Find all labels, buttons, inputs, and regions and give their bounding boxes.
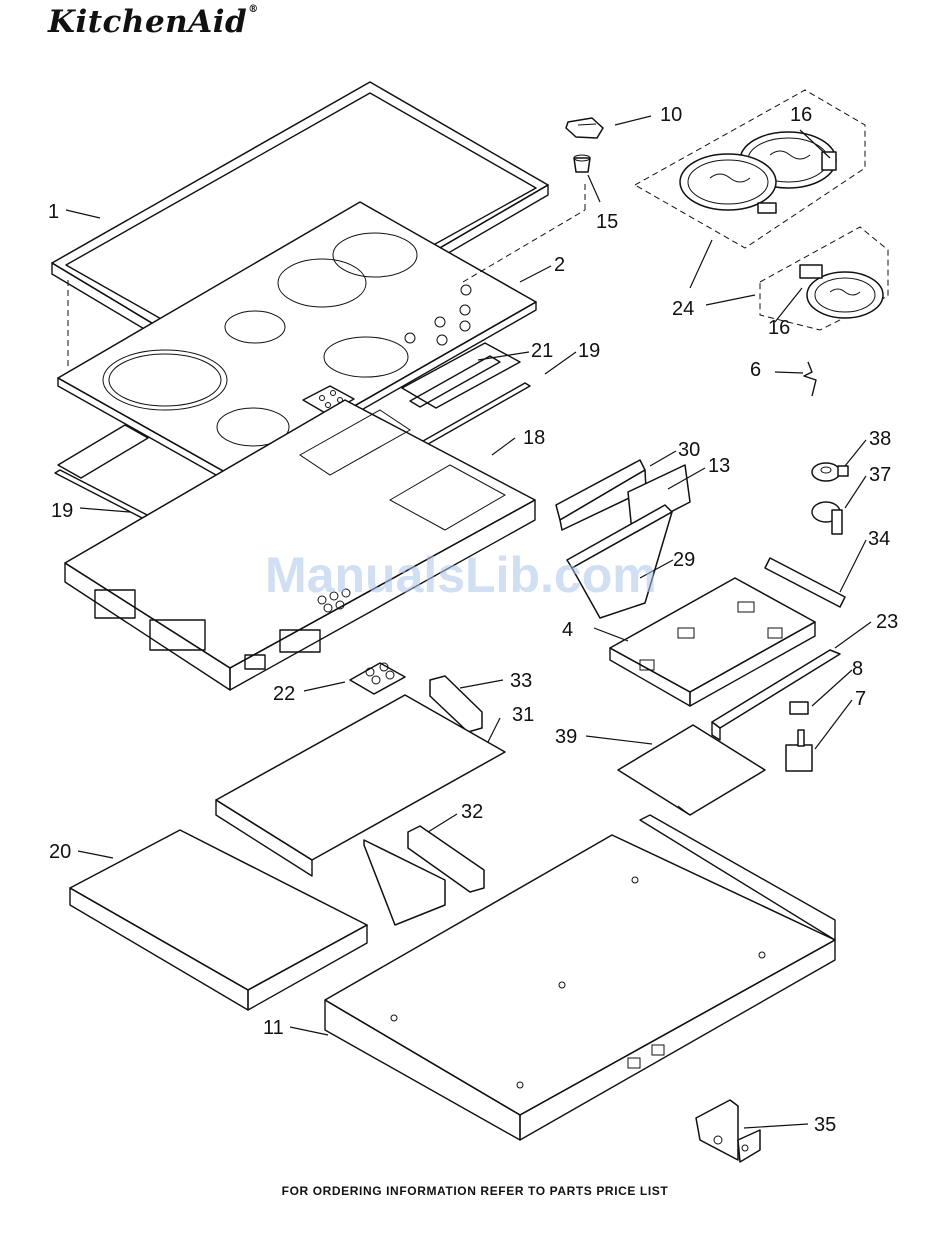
part-label-6: 6 bbox=[750, 359, 761, 381]
part-label-10: 10 bbox=[660, 104, 682, 126]
part-label-7: 7 bbox=[855, 688, 866, 710]
part-label-31: 31 bbox=[512, 704, 534, 726]
part-label-2: 2 bbox=[554, 254, 565, 276]
part-label-34: 34 bbox=[868, 528, 890, 550]
part-label-13: 13 bbox=[708, 455, 730, 477]
part-label-29: 29 bbox=[673, 549, 695, 571]
part-label-15: 15 bbox=[596, 211, 618, 233]
part-label-19a: 19 bbox=[578, 340, 600, 362]
part-label-8: 8 bbox=[852, 658, 863, 680]
part-label-4: 4 bbox=[562, 619, 573, 641]
spring-clip bbox=[804, 362, 816, 396]
part-label-16b: 16 bbox=[768, 317, 790, 339]
part-label-24: 24 bbox=[672, 298, 694, 320]
part-label-33: 33 bbox=[510, 670, 532, 692]
part-label-21: 21 bbox=[531, 340, 553, 362]
part-label-37: 37 bbox=[869, 464, 891, 486]
bracket-35 bbox=[696, 1100, 760, 1162]
part-label-16a: 16 bbox=[790, 104, 812, 126]
part-label-38: 38 bbox=[869, 428, 891, 450]
clamp-parts bbox=[812, 463, 848, 534]
radiant-elements bbox=[635, 90, 888, 330]
ordering-footer: FOR ORDERING INFORMATION REFER TO PARTS … bbox=[0, 1184, 950, 1198]
part-label-1: 1 bbox=[48, 201, 59, 223]
part-label-11: 11 bbox=[263, 1017, 284, 1039]
terminal-block bbox=[350, 663, 405, 694]
cover-plate bbox=[618, 725, 765, 815]
part-label-32: 32 bbox=[461, 801, 483, 823]
trim-strip bbox=[765, 558, 845, 607]
control-knob bbox=[566, 118, 603, 172]
part-label-39: 39 bbox=[555, 726, 577, 748]
part-label-23: 23 bbox=[876, 611, 898, 633]
pan-20 bbox=[70, 830, 367, 1010]
part-label-18: 18 bbox=[523, 427, 545, 449]
part-label-35: 35 bbox=[814, 1114, 836, 1136]
watermark: ManualsLib.com bbox=[265, 547, 657, 603]
part-label-22: 22 bbox=[273, 683, 295, 705]
part-label-20: 20 bbox=[49, 841, 71, 863]
base-tray bbox=[65, 400, 535, 690]
part-label-30: 30 bbox=[678, 439, 700, 461]
part-label-19b: 19 bbox=[51, 500, 73, 522]
